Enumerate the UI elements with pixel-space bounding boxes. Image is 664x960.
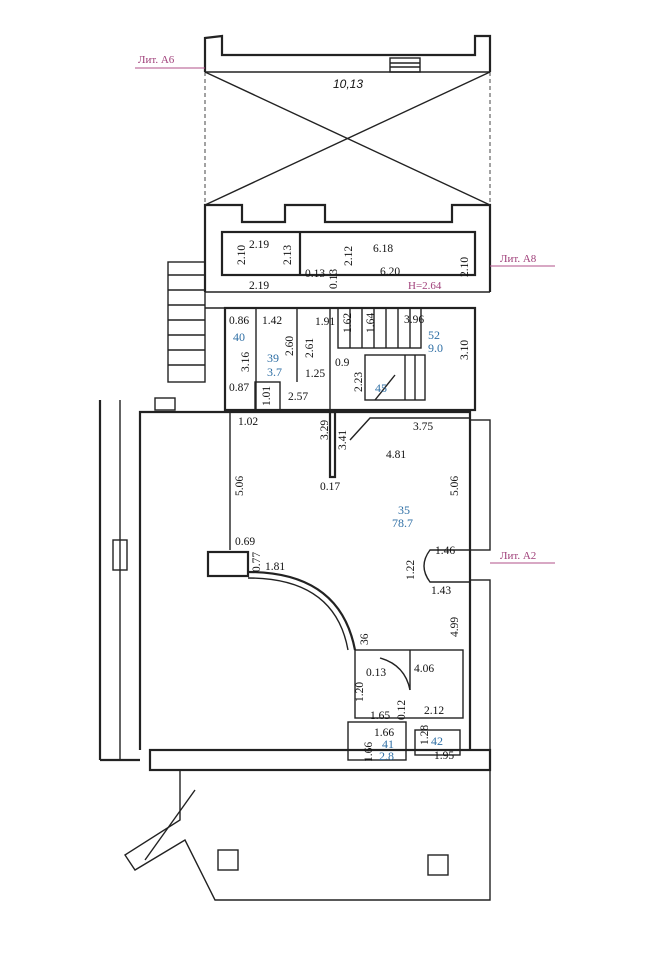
dimension: 0.9	[335, 357, 350, 369]
dimension: 1.66	[363, 742, 375, 762]
dimension: 1.28	[419, 725, 431, 745]
dimension: 2.12	[343, 246, 355, 266]
room-number: 41	[382, 737, 394, 751]
dimension: 1.43	[431, 585, 451, 597]
dimension: 1.95	[434, 750, 454, 762]
lit-a8-label: Лит. А8	[500, 253, 537, 265]
dimension: 4.81	[386, 449, 406, 461]
dimension: 1.66	[374, 727, 394, 739]
dimension: 2.13	[282, 245, 294, 265]
dimension: 2.57	[288, 391, 308, 403]
dimension: 1.22	[405, 560, 417, 580]
dimension: 0.13	[305, 268, 325, 280]
room-number: 45	[375, 381, 387, 395]
room-area: 78.7	[392, 516, 413, 530]
dimension: 1.02	[238, 416, 258, 428]
upper-rooms	[167, 203, 492, 412]
room-area: 2.8	[379, 749, 394, 763]
lit-a6-structure	[203, 34, 492, 206]
lit-a6-label: Лит. А6	[138, 54, 175, 66]
dimension: 0.86	[229, 315, 249, 327]
dimension: 2.19	[249, 239, 269, 251]
dimension: 6.20	[380, 266, 400, 278]
dimension: 2.19	[249, 280, 269, 292]
dimension: 0.87	[229, 382, 249, 394]
dimension: 2.10	[236, 245, 248, 265]
ceiling-height: H=2.64	[408, 280, 442, 292]
dimension: 5.06	[449, 476, 461, 496]
dimension: 4.06	[414, 663, 434, 675]
room-area: 3.7	[267, 365, 282, 379]
dimension: 1.42	[262, 315, 282, 327]
room-area: 9.0	[428, 341, 443, 355]
dimension: 1.46	[435, 545, 455, 557]
dimension: 0.13	[328, 269, 340, 289]
dimension: 3.75	[413, 421, 433, 433]
dimension: 2.60	[284, 336, 296, 356]
dimension: 1.65	[370, 710, 390, 722]
dimension: 3.16	[240, 352, 252, 372]
dimension: 1.91	[315, 316, 335, 328]
dimension: 2.10	[459, 257, 471, 277]
room-number: 42	[431, 734, 443, 748]
dimension: 2.61	[304, 338, 316, 358]
dimension: 2.12	[424, 705, 444, 717]
overall-width: 10,13	[333, 77, 363, 91]
dimension: 0.13	[366, 667, 386, 679]
main-hall	[98, 397, 492, 901]
dimension: 36	[359, 633, 371, 645]
dimension: 1.62	[342, 313, 354, 333]
dimension: 1.01	[261, 386, 273, 406]
dimension: 1.20	[354, 682, 366, 702]
dimension: 1.81	[265, 561, 285, 573]
dimension: 6.18	[373, 243, 393, 255]
dimension-labels: 2.19 2.10 2.13 2.19 0.13 0.13 2.12 6.18 …	[229, 239, 471, 762]
lit-a2-label: Лит. А2	[500, 550, 536, 562]
dimension: 5.06	[234, 476, 246, 496]
dimension: 1.64	[365, 313, 377, 333]
dimension: 3.10	[459, 340, 471, 360]
dimension: 1.25	[305, 368, 325, 380]
room-number: 40	[233, 330, 245, 344]
dimension: 3.29	[319, 420, 331, 440]
dimension: 0.69	[235, 536, 255, 548]
room-number: 35	[398, 503, 410, 517]
dimension: 0.17	[320, 481, 340, 493]
dimension: 4.99	[449, 617, 461, 637]
room-number: 52	[428, 328, 440, 342]
dimension: 3.96	[404, 314, 424, 326]
dimension: 2.23	[353, 372, 365, 392]
dimension: 0.77	[251, 552, 263, 572]
room-number: 39	[267, 351, 279, 365]
dimension: 3.41	[337, 430, 349, 450]
dimension: 0.12	[396, 700, 408, 720]
